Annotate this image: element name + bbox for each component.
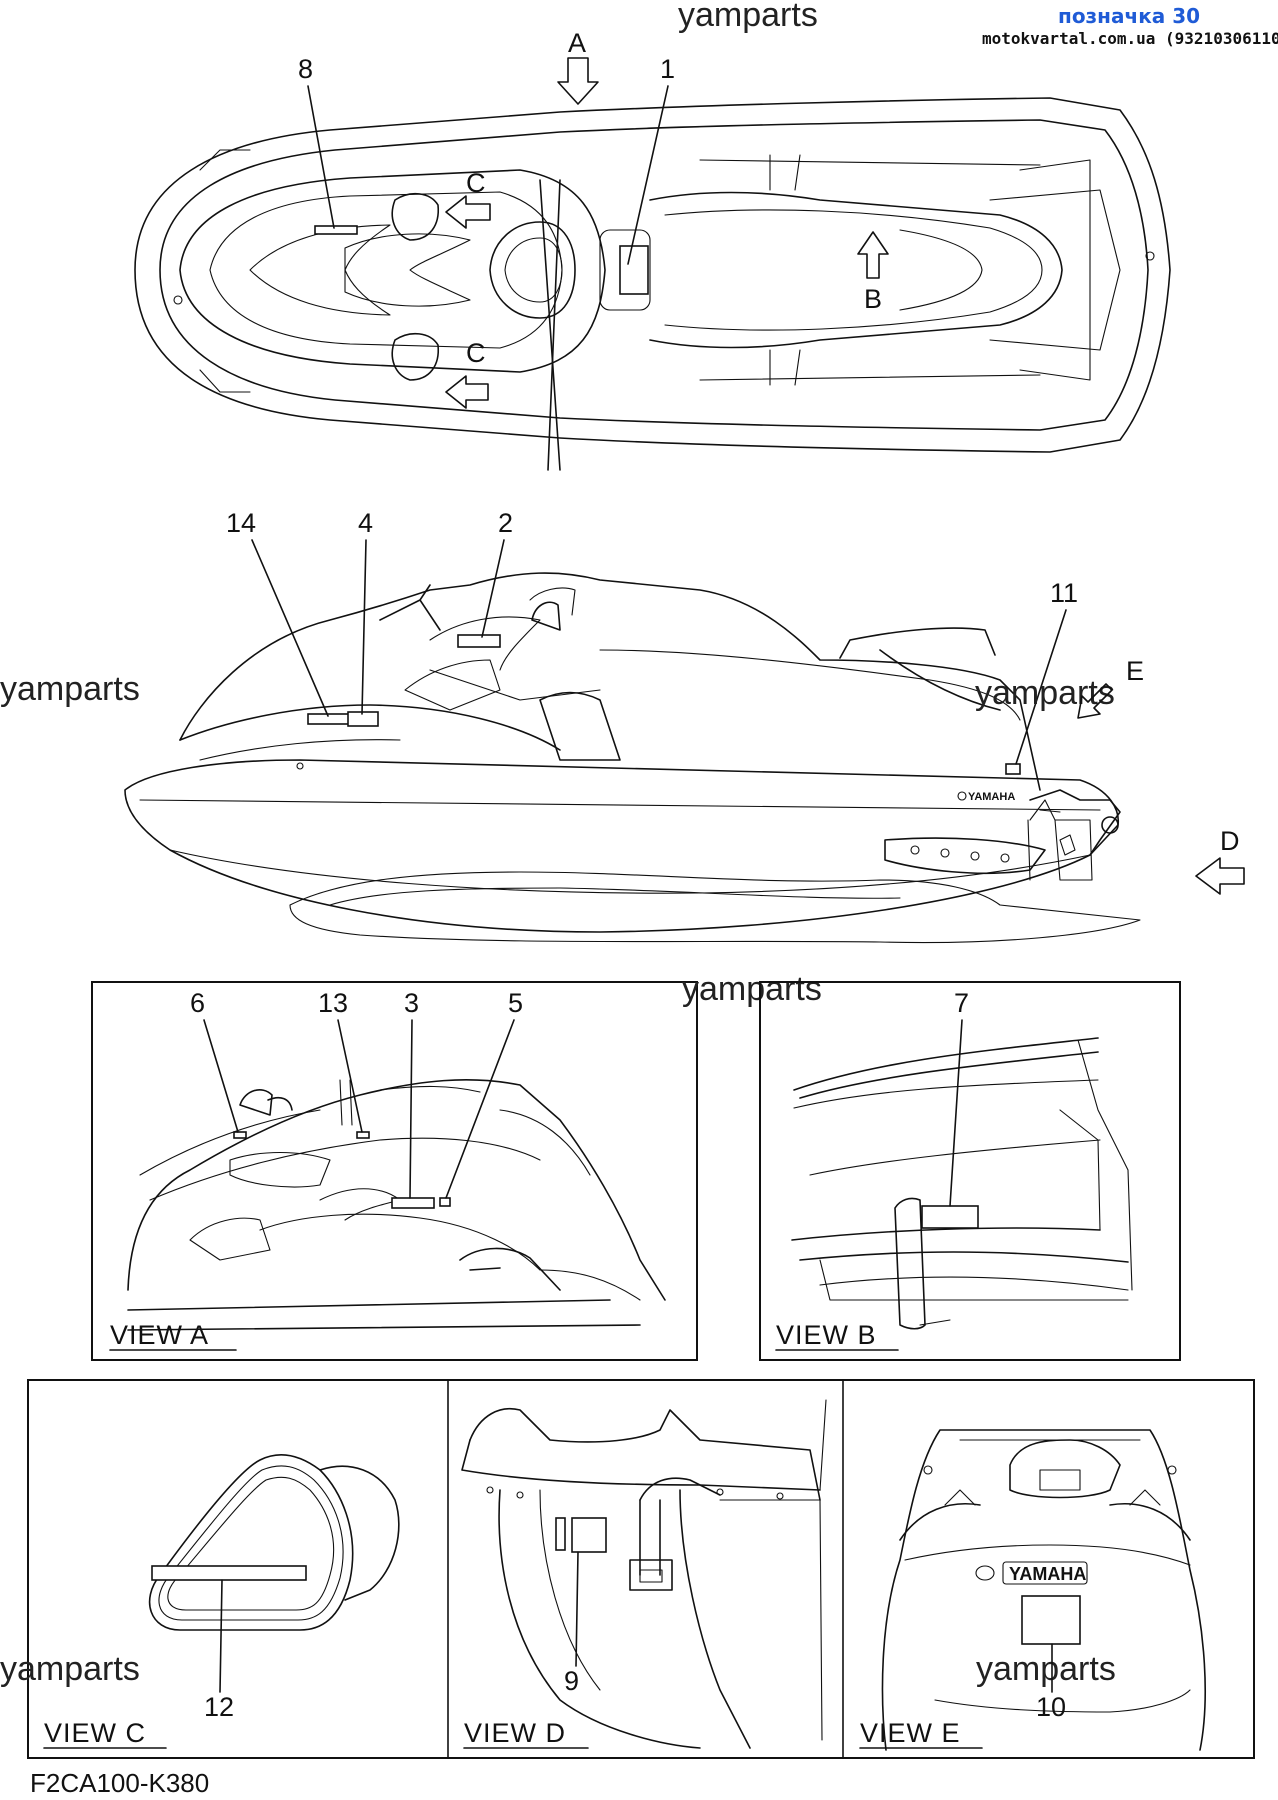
arrow-c2-label: C	[466, 338, 486, 368]
watermark-right-mid: yamparts	[975, 674, 1115, 712]
callout-13: 13	[318, 988, 348, 1018]
arrow-a-icon	[557, 57, 599, 105]
header-badge: позначка 30	[1058, 4, 1200, 28]
arrow-c1-label: C	[466, 168, 486, 198]
view-e-drawing: YAMAHA	[881, 1429, 1207, 1751]
arrow-c2-icon	[445, 375, 489, 409]
watermark-top: yamparts	[678, 0, 818, 34]
callout-5: 5	[508, 988, 523, 1018]
callout-2: 2	[498, 508, 513, 538]
watermark-view-c: yamparts	[0, 1650, 140, 1688]
view-e-brand-mark: YAMAHA	[1009, 1564, 1086, 1584]
view-c-drawing	[148, 1454, 400, 1631]
callout-10: 10	[1036, 1692, 1066, 1722]
view-a-label: VIEW A	[110, 1320, 209, 1350]
arrow-d-icon	[1195, 857, 1245, 895]
callout-8: 8	[298, 54, 313, 84]
callout-9: 9	[564, 1666, 579, 1696]
arrow-e-label: E	[1126, 656, 1144, 686]
view-a-drawing	[127, 1079, 666, 1331]
callout-7: 7	[954, 988, 969, 1018]
callout-4: 4	[358, 508, 373, 538]
callout-12: 12	[204, 1692, 234, 1722]
arrow-a-label: A	[568, 28, 586, 58]
view-c-label: VIEW C	[44, 1718, 146, 1748]
side-brand-mark: YAMAHA	[968, 791, 1015, 803]
view-b-label: VIEW B	[776, 1320, 877, 1350]
callout-6: 6	[190, 988, 205, 1018]
callout-14: 14	[226, 508, 256, 538]
view-b-drawing	[791, 1037, 1133, 1330]
views-cde-frame	[27, 1379, 1255, 1759]
arrow-b-label: B	[864, 284, 882, 314]
header-source: motokvartal.com.ua (932103061100)	[982, 29, 1278, 48]
top-view-drawing	[134, 97, 1171, 471]
view-d-drawing	[461, 1399, 827, 1749]
view-b-panel	[759, 981, 1181, 1361]
arrow-d-label: D	[1220, 826, 1240, 856]
arrow-e-icon	[1077, 683, 1113, 719]
diagram-code: F2CA100-K380	[30, 1768, 209, 1798]
callout-3: 3	[404, 988, 419, 1018]
view-d-label: VIEW D	[464, 1718, 566, 1748]
view-e-label: VIEW E	[860, 1718, 961, 1748]
arrow-b-icon	[857, 231, 889, 279]
callout-11: 11	[1050, 578, 1078, 608]
callout-1: 1	[660, 54, 675, 84]
view-a-panel	[91, 981, 698, 1361]
side-view-drawing: YAMAHA	[124, 572, 1141, 944]
watermark-view-e: yamparts	[976, 1650, 1116, 1688]
arrow-c1-icon	[445, 195, 491, 229]
watermark-left-mid: yamparts	[0, 670, 140, 708]
watermark-view-a: yamparts	[682, 970, 822, 1008]
